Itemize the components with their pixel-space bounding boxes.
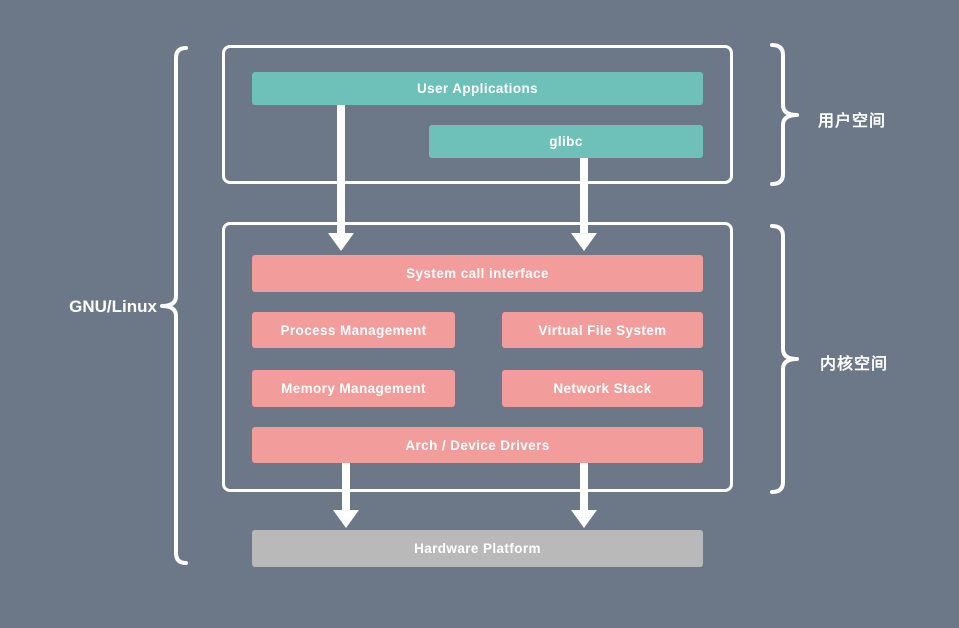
user-space-label: 用户空间 (818, 113, 887, 130)
glibc-block: glibc (429, 125, 703, 158)
virtual-file-system-block: Virtual File System (502, 312, 703, 348)
process-management-block: Process Management (252, 312, 455, 348)
kernel-space-box (222, 222, 733, 492)
user-space-box (222, 45, 733, 184)
kernel-space-brace-icon (770, 224, 799, 494)
gnu-linux-label: GNU/Linux (69, 297, 157, 316)
gnu-linux-brace-icon (160, 46, 188, 565)
network-stack-block: Network Stack (502, 370, 703, 407)
memory-management-block: Memory Management (252, 370, 455, 407)
arch-device-drivers-block: Arch / Device Drivers (252, 427, 703, 463)
hardware-platform-block: Hardware Platform (252, 530, 703, 567)
system-call-interface-block: System call interface (252, 255, 703, 292)
user-space-brace-icon (770, 43, 799, 186)
user-applications-block: User Applications (252, 72, 703, 105)
kernel-space-label: 内核空间 (820, 356, 889, 373)
